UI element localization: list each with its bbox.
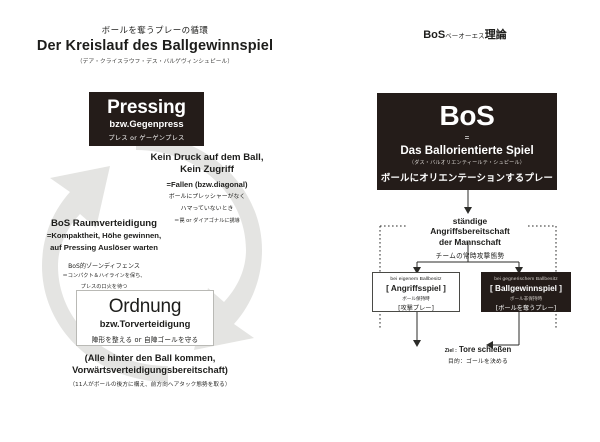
- left-header-kana: （デア・クライスラウフ・デス・バルゲヴィンシュピール）: [76, 59, 234, 65]
- bos-equals: =: [464, 133, 470, 142]
- own-possession-jp-label: ボール保持時: [402, 297, 430, 302]
- opponent-possession-jp-label: ボール非保持時: [509, 297, 543, 302]
- pressing-subtitle: bzw.Gegenpress: [109, 118, 184, 129]
- alle-hinter-line2: Vorwärtsverteidigungsbereitschaft): [72, 365, 228, 376]
- right-header: BoSベーオーエス理論: [380, 26, 550, 42]
- raumverteidigung-title: BoS Raumverteidigung: [50, 218, 158, 229]
- bos-jp: ボールにオリエンテーションするプレー: [380, 173, 554, 184]
- raumverteidigung-jp1: ＝コンパクト＆ハイラインを保ち、: [62, 273, 146, 280]
- right-header-kana: ベーオーエス: [445, 32, 485, 40]
- alle-hinter-jp: （11人がボールの後方に構え、前方向へアタック態勢を取る）: [69, 382, 231, 389]
- alle-hinter-block: (Alle hinter den Ball kommen, Vorwärtsve…: [38, 352, 262, 388]
- staendige-line2: Angriffsbereitschaft: [430, 226, 510, 237]
- raumverteidigung-jp2: プレスの口火を待つ: [80, 284, 128, 290]
- own-possession-jp-title: [攻撃プレー]: [398, 305, 434, 312]
- arrow-bos-to-staendige: [464, 207, 472, 214]
- goal-prefix: Ziel :: [444, 348, 457, 354]
- own-possession-de-label: bei eigenem Ballbesitz: [390, 277, 442, 282]
- own-possession-title: [ Angriffsspiel ]: [386, 284, 446, 293]
- own-possession-box: bei eigenem Ballbesitz [ Angriffsspiel ]…: [372, 272, 460, 312]
- pressing-box: Pressing bzw.Gegenpress プレス or ゲーゲンプレス: [89, 92, 204, 146]
- staendige-line3: der Mannschaft: [439, 236, 501, 247]
- left-header-jp-subtitle: ボールを奪うプレーの循環: [101, 26, 209, 36]
- alle-hinter-line1: (Alle hinter den Ball kommen,: [84, 353, 216, 363]
- kein-druck-jp1: ボールにプレッシャーがなく: [168, 193, 246, 200]
- goal-line: Ziel : Tore schießen: [408, 345, 548, 354]
- ordnung-box: Ordnung bzw.Torverteidigung 陣形を整える or 自陣…: [76, 290, 214, 346]
- opponent-possession-jp-title: [ボールを奪うプレー]: [495, 305, 557, 312]
- goal-jp: 目的：ゴールを決める: [448, 359, 508, 365]
- opponent-possession-de-label: bei gegnerischem Ballbesitz: [494, 277, 558, 282]
- kein-druck-block: Kein Druck auf dem Ball, Kein Zugriff =F…: [118, 152, 296, 224]
- bos-title: BoS: [439, 100, 495, 131]
- raumverteidigung-line2: auf Pressing Auslöser warten: [50, 243, 158, 253]
- raumverteidigung-line1: =Kompaktheit, Höhe gewinnen,: [46, 231, 162, 240]
- ordnung-title: Ordnung: [108, 296, 182, 317]
- staendige-block: ständige Angriffsbereitschaft der Mannsc…: [395, 216, 545, 260]
- opponent-possession-title: [ Ballgewinnspiel ]: [490, 284, 562, 293]
- goal-de: Tore schießen: [458, 345, 512, 354]
- kein-druck-line3: =Fallen (bzw.diagonal): [166, 179, 248, 189]
- staendige-line1: ständige: [452, 216, 488, 226]
- ordnung-subtitle: bzw.Torverteidigung: [99, 318, 191, 329]
- kein-druck-jp2: ハマっていないとき: [180, 206, 234, 213]
- left-header-title: Der Kreislauf des Ballgewinnspiel: [36, 38, 274, 54]
- pressing-title: Pressing: [107, 97, 186, 118]
- raumverteidigung-block: BoS Raumverteidigung =Kompaktheit, Höhe …: [14, 218, 194, 292]
- kein-druck-jp3: ＝罠 or ダイアゴナルに誘導: [174, 217, 240, 224]
- goal-block: Ziel : Tore schießen 目的：ゴールを決める: [408, 345, 548, 365]
- right-header-title: BoS: [423, 29, 446, 41]
- bos-definition-box: BoS = Das Ballorientierte Spiel （ダス・バルオリ…: [377, 93, 557, 190]
- bos-kana: （ダス・バルオリエンティールテ・シュピール）: [408, 160, 526, 166]
- right-header-suffix: 理論: [484, 28, 507, 41]
- raumverteidigung-jp-title: BoS的ゾーンディフェンス: [68, 263, 140, 271]
- staendige-jp: チームの常時攻撃態勢: [435, 252, 505, 261]
- opponent-possession-box: bei gegnerischem Ballbesitz [ Ballgewinn…: [481, 272, 571, 312]
- kein-druck-line1: Kein Druck auf dem Ball,: [150, 152, 264, 163]
- left-header: ボールを奪うプレーの循環 Der Kreislauf des Ballgewin…: [0, 24, 310, 65]
- kein-druck-line2: Kein Zugriff: [180, 164, 234, 176]
- ordnung-jp: 陣形を整える or 自陣ゴールを守る: [91, 336, 199, 344]
- bos-de-label: Das Ballorientierte Spiel: [400, 144, 534, 157]
- pressing-kana: プレス or ゲーゲンプレス: [108, 135, 185, 142]
